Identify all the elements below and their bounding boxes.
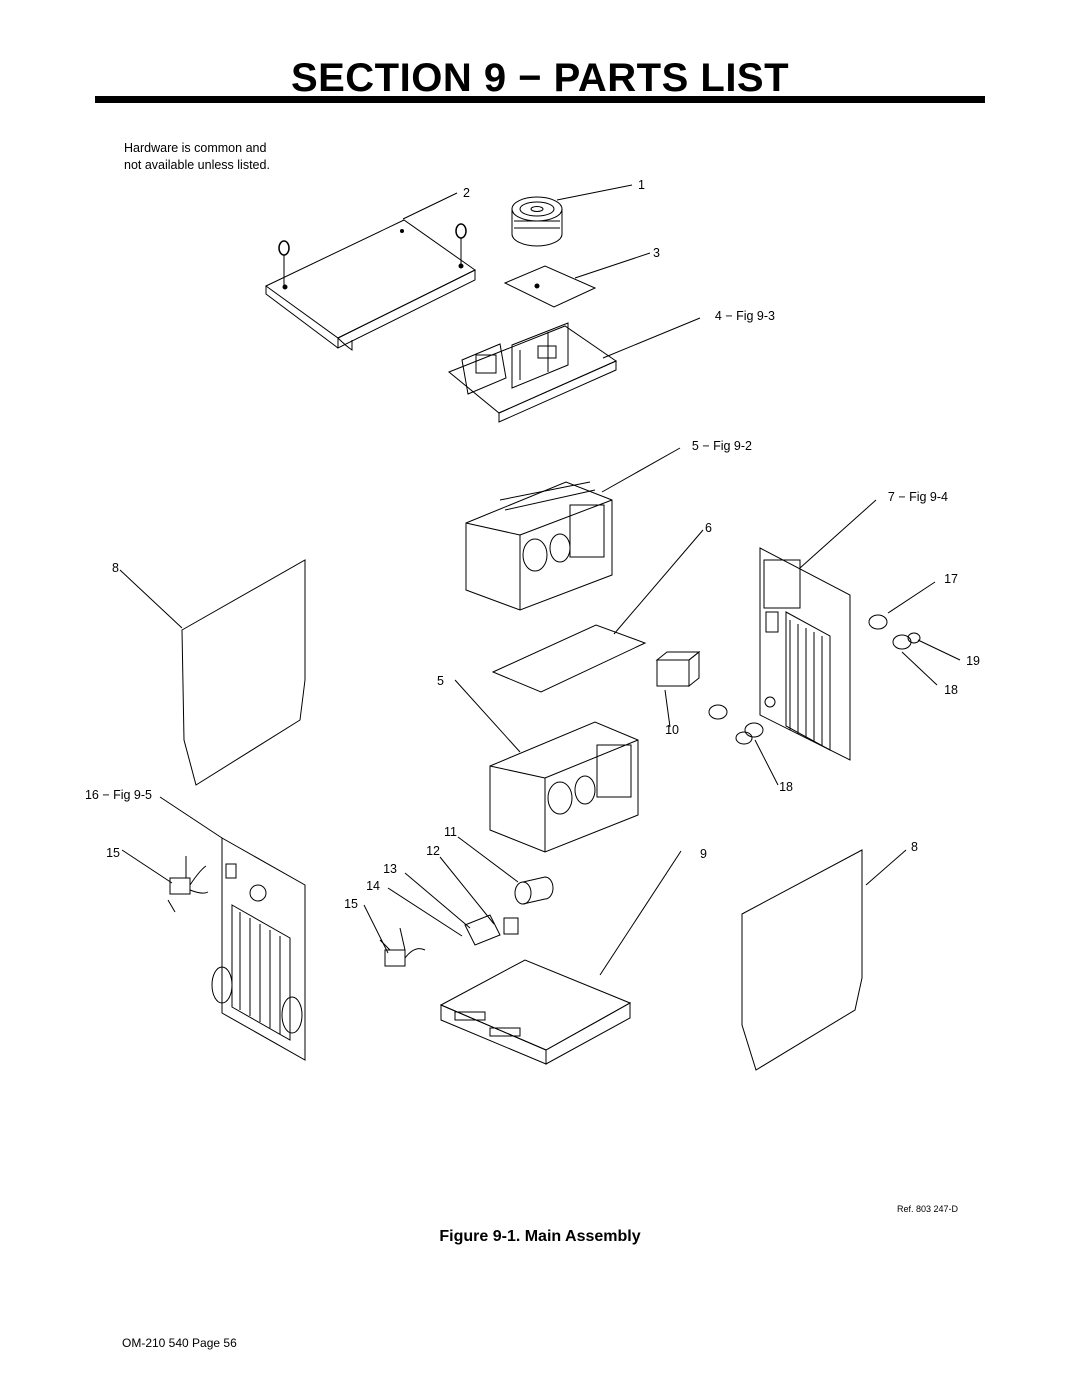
callout-18-upper: 18 <box>944 683 958 697</box>
callout-13: 13 <box>383 862 397 876</box>
hardware-note-line-1: Hardware is common and <box>124 141 267 155</box>
callout-4-fig-9-3: 4 − Fig 9-3 <box>715 309 775 323</box>
terminal-block <box>464 914 519 946</box>
callout-2: 2 <box>463 186 470 200</box>
callout-8-right: 8 <box>911 840 918 854</box>
current-transformer <box>514 876 554 905</box>
eyebolt-right <box>455 223 467 266</box>
power-module-upper <box>465 481 613 611</box>
callout-16-fig-9-5: 16 − Fig 9-5 <box>85 788 152 802</box>
power-module-lower <box>489 721 639 853</box>
side-panel-left <box>181 559 306 786</box>
top-cover <box>265 219 476 351</box>
page-footer: OM-210 540 Page 56 <box>122 1336 237 1350</box>
insulator-sheet <box>491 624 647 693</box>
fan-motor <box>511 196 563 247</box>
bushing-upper <box>868 614 921 650</box>
bushing-lower <box>708 704 764 745</box>
title-rule <box>95 96 985 103</box>
section-title: SECTION 9 − PARTS LIST <box>290 56 790 100</box>
callout-19: 19 <box>966 654 980 668</box>
callout-12: 12 <box>426 844 440 858</box>
eyebolt-left <box>278 240 290 287</box>
callout-5-fig-9-2: 5 − Fig 9-2 <box>692 439 752 453</box>
callout-10: 10 <box>665 723 679 737</box>
base-panel <box>439 959 632 1065</box>
cable-assembly-left <box>167 856 209 913</box>
hardware-note-line-2: not available unless listed. <box>124 158 270 172</box>
callout-1: 1 <box>638 178 645 192</box>
reference-number: Ref. 803 247-D <box>896 1204 958 1214</box>
cable-assembly-right <box>379 927 426 967</box>
contactor <box>655 650 701 688</box>
callout-9: 9 <box>700 847 707 861</box>
front-panel <box>211 837 306 1061</box>
callout-6: 6 <box>705 521 712 535</box>
callout-3: 3 <box>653 246 660 260</box>
callout-8-left: 8 <box>112 561 119 575</box>
callout-11: 11 <box>444 825 457 839</box>
callout-17: 17 <box>944 572 958 586</box>
callout-7-fig-9-4: 7 − Fig 9-4 <box>888 490 948 504</box>
callout-15-left: 15 <box>106 846 120 860</box>
side-panel-right <box>741 849 863 1071</box>
callout-15-right: 15 <box>344 897 358 911</box>
fan-plate <box>503 265 597 308</box>
control-board-assembly <box>448 322 618 423</box>
figure-caption: Figure 9-1. Main Assembly <box>439 1228 641 1245</box>
callout-5-lower: 5 <box>437 674 444 688</box>
callout-18-lower: 18 <box>779 780 793 794</box>
rear-panel <box>759 547 851 761</box>
callout-14: 14 <box>366 879 380 893</box>
